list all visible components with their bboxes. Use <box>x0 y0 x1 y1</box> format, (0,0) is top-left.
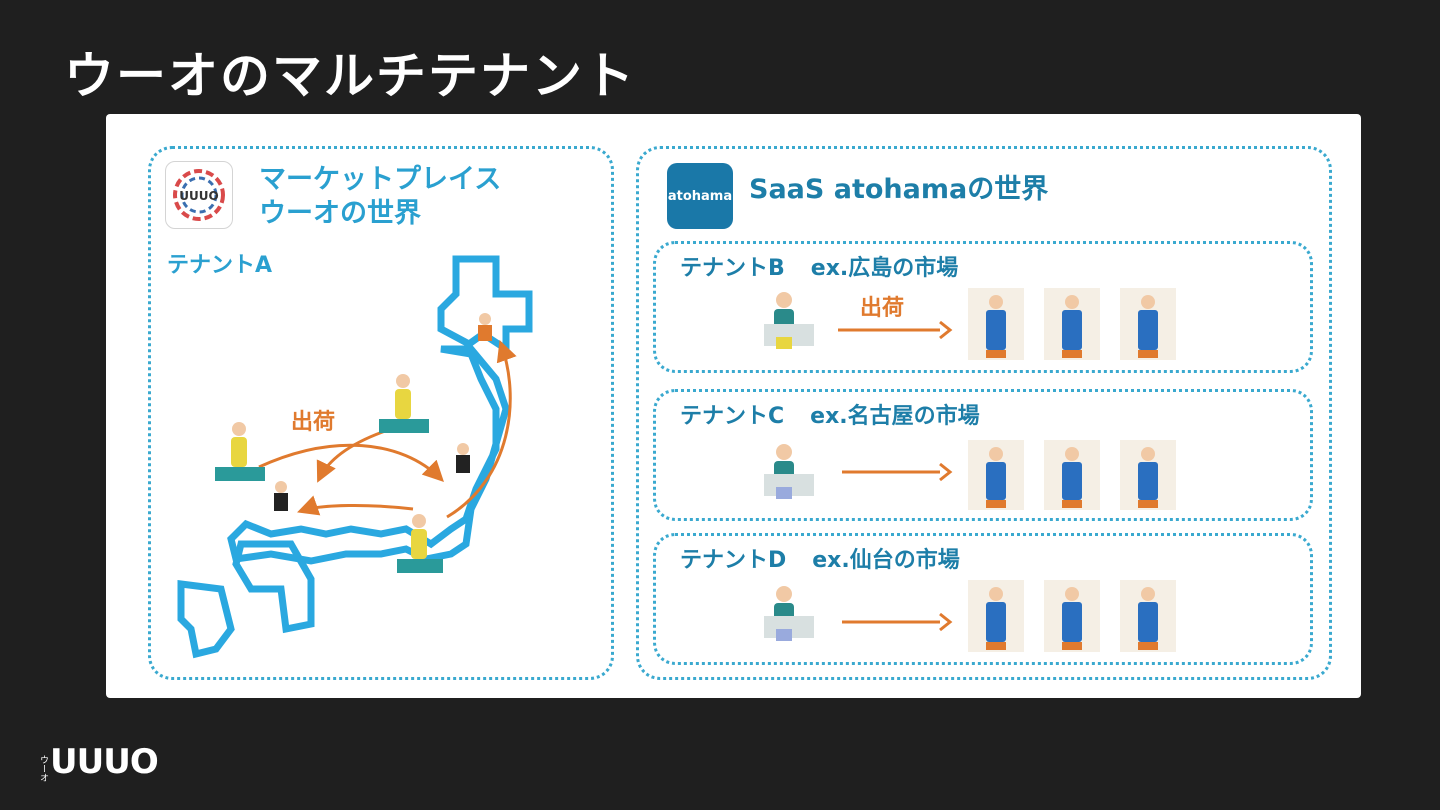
japan-map-illustration <box>177 255 533 659</box>
buyer-person-icon <box>968 440 1024 510</box>
buyer-person-icon <box>1120 580 1176 652</box>
tenant-c-example: ex.名古屋の市場 <box>810 404 980 429</box>
uuuo-app-icon: UUUO <box>165 161 233 229</box>
marketplace-heading: マーケットプレイス ウーオの世界 <box>259 163 501 231</box>
atohama-app-icon: atohama <box>667 163 733 229</box>
logo-big-text: UUUO <box>50 742 159 782</box>
logo-small-text: ウーオ <box>38 755 48 782</box>
uuuo-footer-logo: ウーオ UUUO <box>38 742 159 782</box>
buyer-person-icon <box>1120 440 1176 510</box>
buyer-person-icon <box>1044 288 1100 360</box>
slide-title: ウーオのマルチテナント <box>64 47 636 105</box>
fisher-person-icon <box>215 422 265 481</box>
fisher-person-icon <box>764 444 814 499</box>
buyer-person-icon <box>1044 440 1100 510</box>
fisher-person-icon <box>764 292 814 349</box>
saas-panel: atohama SaaS atohamaの世界 テナントB ex.広島の市場 出荷 <box>636 146 1332 680</box>
buyer-person-icon <box>1120 288 1176 360</box>
tenant-b-example: ex.広島の市場 <box>810 256 959 281</box>
tenant-d-label: テナントD ex.仙台の市場 <box>680 542 960 574</box>
shipping-label-a: 出荷 <box>291 410 336 435</box>
buyer-person-icon <box>478 313 492 341</box>
tenant-c-label: テナントC ex.名古屋の市場 <box>680 398 980 430</box>
fisher-person-icon <box>379 374 429 433</box>
marketplace-heading-line1: マーケットプレイス <box>259 164 502 195</box>
svg-text:UUUO: UUUO <box>179 189 218 203</box>
tenant-b-flow <box>764 288 1176 360</box>
saas-heading: SaaS atohamaの世界 <box>749 174 1049 205</box>
tenant-c-flow <box>764 440 1176 510</box>
tenant-c-box: テナントC ex.名古屋の市場 <box>653 389 1313 521</box>
fisher-person-icon <box>764 586 814 641</box>
tenant-d-box: テナントD ex.仙台の市場 <box>653 533 1313 665</box>
shipping-label-b: 出荷 <box>860 296 905 321</box>
buyer-person-icon <box>968 288 1024 360</box>
buyer-person-icon <box>1044 580 1100 652</box>
tenant-d-flow <box>764 580 1176 652</box>
tenant-d-name: テナントD <box>680 548 787 573</box>
buyer-person-icon <box>274 481 288 511</box>
fisher-person-icon <box>397 514 443 573</box>
tenant-a-label: テナントA <box>167 253 273 278</box>
marketplace-panel: UUUO マーケットプレイス ウーオの世界 テナントA <box>148 146 614 680</box>
content-card: UUUO マーケットプレイス ウーオの世界 テナントA <box>106 114 1361 698</box>
tenant-c-name: テナントC <box>680 404 785 429</box>
buyer-person-icon <box>456 443 470 473</box>
tenant-b-box: テナントB ex.広島の市場 出荷 <box>653 241 1313 373</box>
marketplace-heading-line2: ウーオの世界 <box>259 198 421 229</box>
buyer-person-icon <box>968 580 1024 652</box>
tenant-b-label: テナントB ex.広島の市場 <box>680 250 958 282</box>
tenant-b-name: テナントB <box>680 256 785 281</box>
tenant-d-example: ex.仙台の市場 <box>812 548 960 573</box>
